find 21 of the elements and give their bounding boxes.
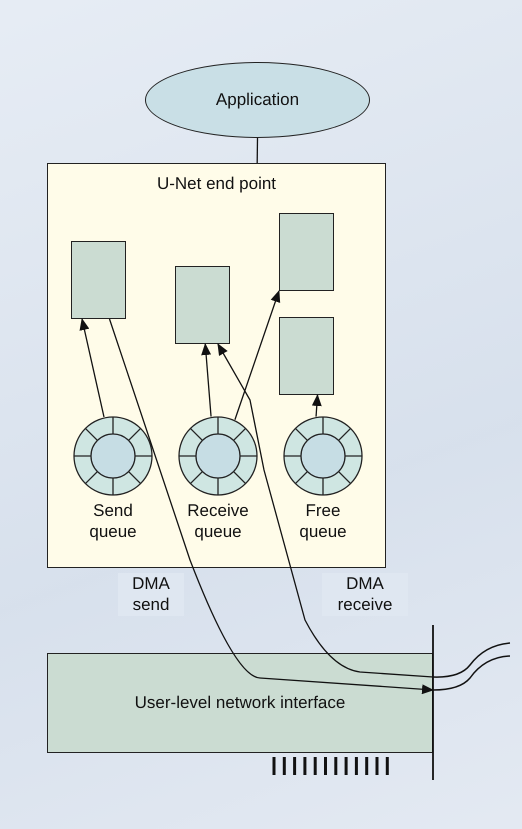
node-text: Application — [216, 90, 300, 110]
arrow — [234, 290, 280, 420]
interface-box — [47, 653, 433, 753]
queue-label: Receive queue — [186, 500, 250, 542]
arrow — [80, 318, 105, 418]
buffer-box — [278, 212, 334, 290]
buffer-box — [70, 240, 126, 318]
edge-label: DMA receive — [322, 573, 408, 616]
endpoint-box — [47, 163, 386, 568]
buffer-box — [278, 316, 334, 394]
buffer-box — [174, 266, 230, 344]
queue-label: Send queue — [88, 500, 138, 542]
curved-arrow — [217, 343, 434, 678]
arrow — [312, 394, 322, 417]
connector-line — [256, 138, 258, 163]
queue-label: Free queue — [298, 500, 348, 542]
edge-label: DMA send — [118, 573, 184, 616]
node-text: User-level network interface — [134, 692, 346, 714]
arrow — [201, 343, 212, 417]
node-title: U-Net end point — [156, 174, 278, 194]
curved-arrow — [108, 318, 434, 694]
